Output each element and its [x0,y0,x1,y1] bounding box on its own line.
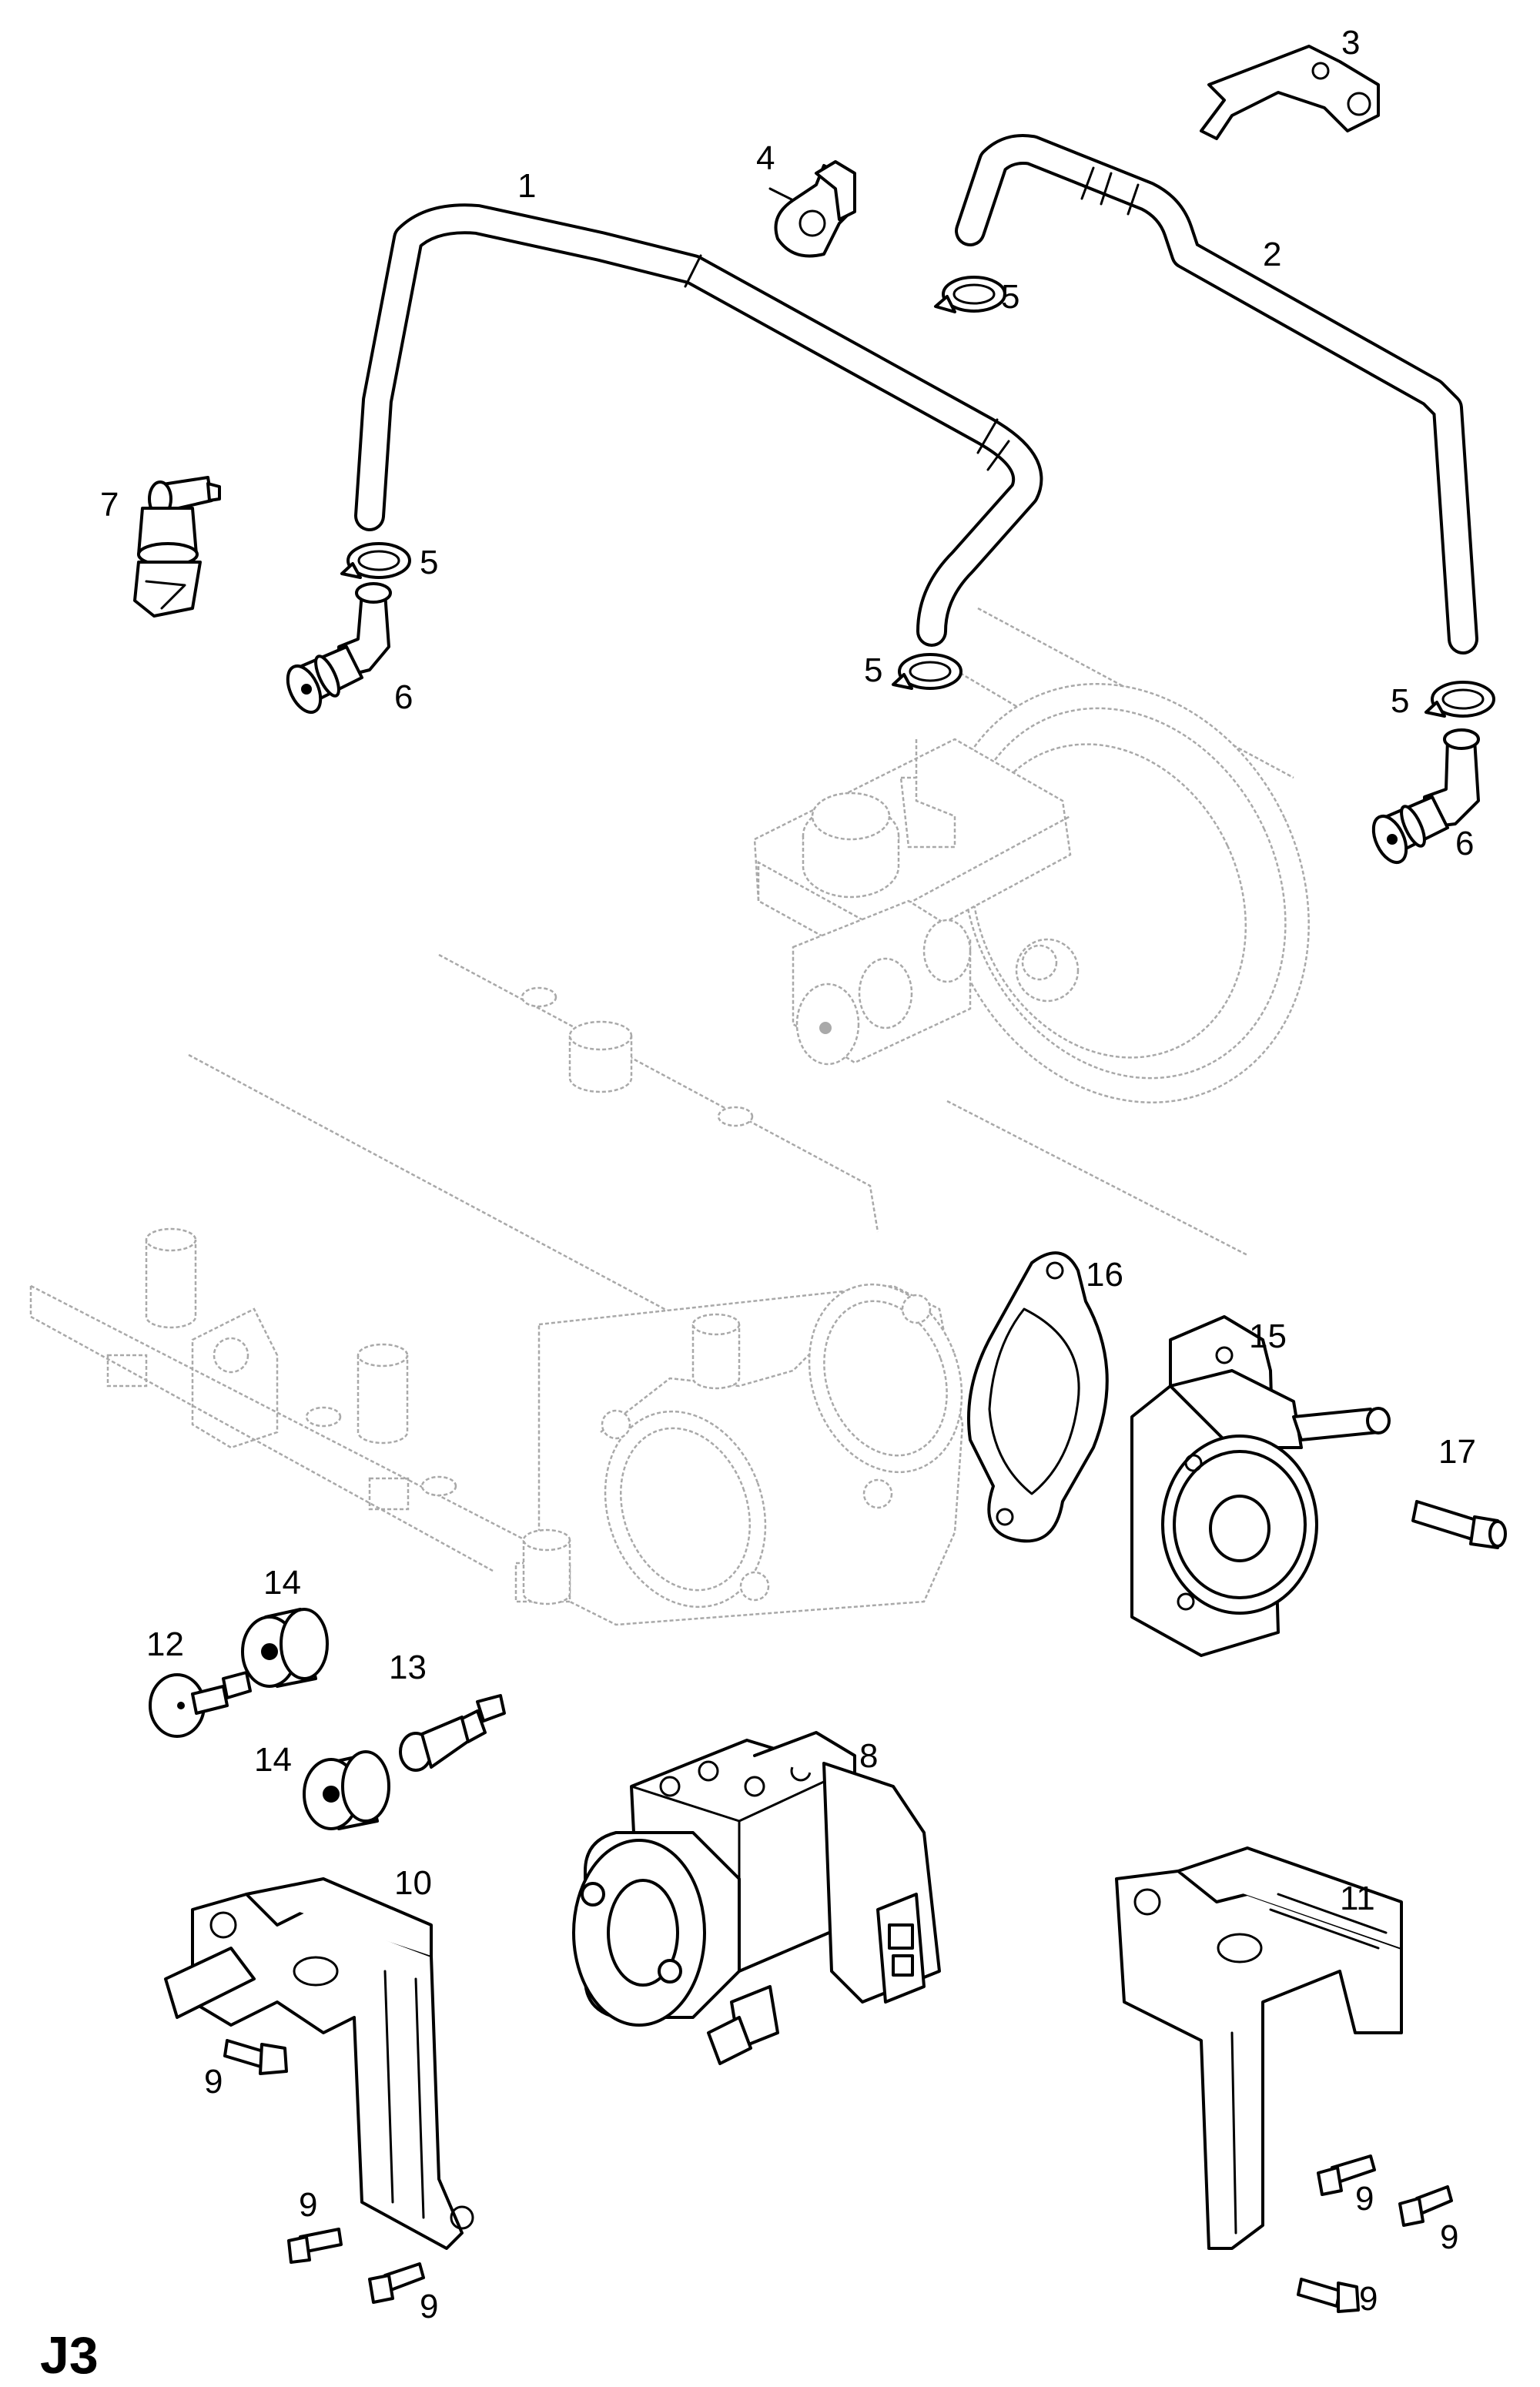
check-valve-7 [133,476,221,618]
rubber-bush-14a [241,1608,329,1688]
bracket-clip-3 [1200,45,1380,140]
callout-7: 7 [100,486,119,524]
vacuum-hose-2 [955,134,1478,654]
leader-lines [768,187,795,202]
master-cylinder-ghost [753,738,1072,1066]
section-label: J3 [40,2326,99,2385]
hose-clamp-5d [1424,681,1495,718]
callout-14b: 14 [254,1741,292,1779]
callout-3: 3 [1341,24,1360,62]
elbow-connector-6b [1371,728,1480,864]
abs-hydraulic-unit-8 [572,1731,941,2065]
vacuum-hose-1 [354,203,1043,647]
callout-5c: 5 [864,651,882,689]
rubber-bush-14b [303,1750,390,1830]
callout-8: 8 [859,1737,878,1775]
callout-9c: 9 [420,2288,438,2325]
callout-1: 1 [517,167,536,205]
callout-11: 11 [1340,1880,1375,1917]
mounting-bracket-11 [1115,1846,1403,2250]
hose-clamp-5c [892,653,962,690]
callout-9e: 9 [1440,2218,1458,2256]
callout-9d: 9 [1355,2180,1374,2218]
callout-5a: 5 [1001,278,1019,316]
callout-5d: 5 [1391,682,1409,720]
bolt-9d [1317,2154,1376,2196]
callout-15: 15 [1249,1317,1287,1355]
callout-6b: 6 [1455,825,1474,862]
callout-2: 2 [1263,236,1281,273]
hose-clamp-5a [934,276,1006,313]
vacuum-pump-15 [1130,1315,1391,1657]
callout-13: 13 [389,1649,427,1686]
callout-9a: 9 [204,2063,223,2101]
callout-16: 16 [1086,1256,1123,1294]
intake-manifold-ghost [29,953,964,1626]
callout-9f: 9 [1359,2280,1378,2318]
callout-6a: 6 [394,678,413,716]
shoulder-bolt-12 [149,1671,252,1738]
callout-5b: 5 [420,544,438,581]
bolt-9a [223,2039,288,2075]
bolt-9c [368,2262,425,2304]
bolt-9e [1398,2185,1453,2227]
callout-17: 17 [1438,1433,1476,1471]
hose-clip-4 [774,160,856,258]
callout-4: 4 [756,139,775,177]
elbow-connector-6a [286,582,392,714]
callout-12: 12 [146,1625,184,1663]
bolt-17 [1411,1500,1507,1549]
callout-10: 10 [394,1864,432,1902]
gasket-16 [967,1251,1109,1543]
bolt-9b [287,2228,343,2264]
hose-clamp-5b [340,542,411,579]
mounting-bracket-10 [164,1877,474,2250]
bolt-9f [1297,2278,1360,2313]
callout-14a: 14 [263,1564,301,1602]
callout-9b: 9 [299,2186,317,2224]
stud-13 [399,1694,506,1772]
